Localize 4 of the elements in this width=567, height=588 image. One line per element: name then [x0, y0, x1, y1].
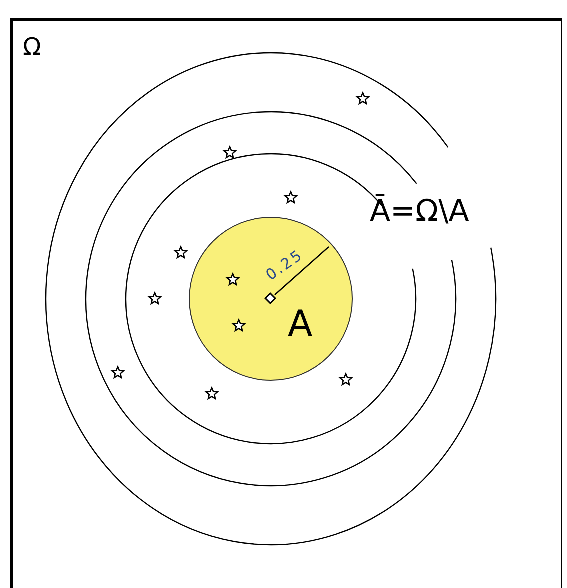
- set-label: A: [288, 304, 313, 345]
- set-symbol: Ω: [23, 33, 42, 61]
- universe-set-frame: [10, 18, 562, 588]
- complement-formula: Ā=Ω\A: [370, 194, 470, 229]
